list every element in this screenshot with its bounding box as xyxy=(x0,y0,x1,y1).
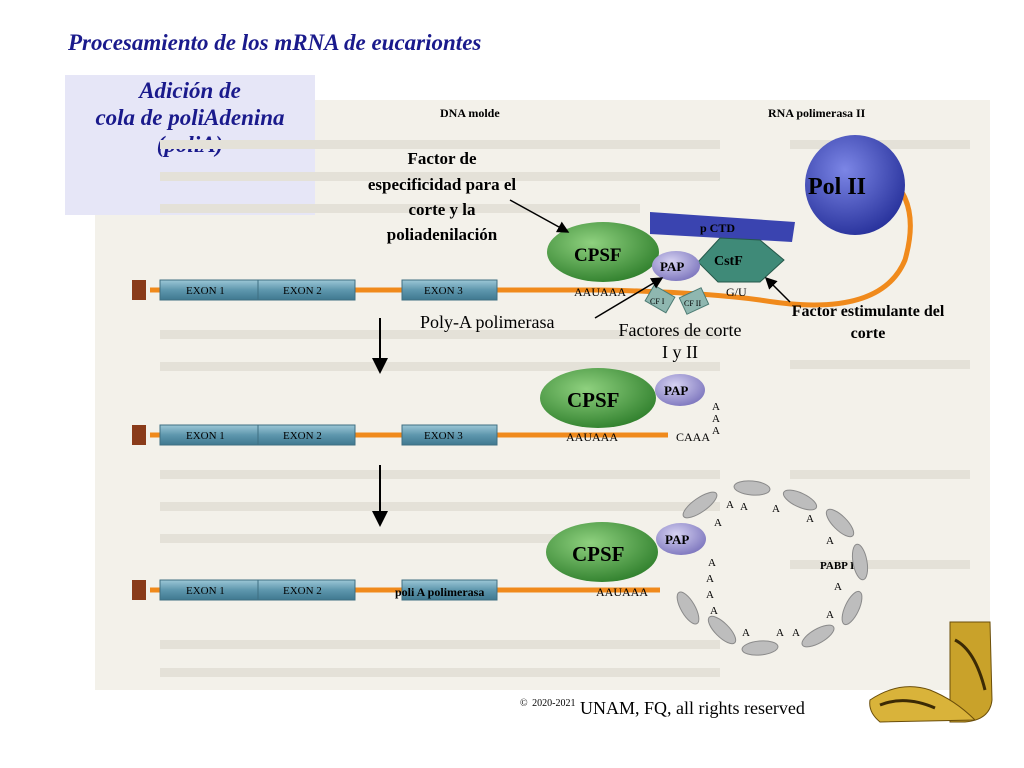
pabp-proteins xyxy=(676,480,869,656)
exon-3-label: EXON 3 xyxy=(424,430,463,442)
poli-a-pol-inline-label: poli A polimerasa xyxy=(395,585,484,599)
exon-3-box xyxy=(401,579,498,601)
pap-label: PAP xyxy=(660,259,684,274)
a-letter: A xyxy=(712,401,720,413)
svg-text:A: A xyxy=(710,605,718,617)
cf1-label: CF I xyxy=(650,297,665,306)
factor-esp-line-3: corte y la xyxy=(408,200,476,219)
pap-icon xyxy=(655,374,705,406)
row-3: EXON 1 EXON 2 poli A polimerasa CPSF PAP… xyxy=(132,480,869,656)
svg-text:A: A xyxy=(706,573,714,585)
rna-pol-label: RNA polimerasa II xyxy=(768,106,866,120)
pap-icon xyxy=(656,523,706,555)
factores-corte-line-1: Factores de corte xyxy=(619,320,742,340)
pctd-label: p CTD xyxy=(700,221,735,235)
exon-2-label: EXON 2 xyxy=(283,430,322,442)
aauaaa-label: AAUAAA xyxy=(566,430,618,444)
pabp-label: PABP II xyxy=(820,560,859,572)
pol2-label: Pol II xyxy=(808,174,866,200)
cf2-icon xyxy=(678,287,710,315)
footer-years: 2020-2021 xyxy=(532,698,576,709)
svg-text:A: A xyxy=(708,557,716,569)
background-text-stripes xyxy=(160,140,970,677)
polya-pol-label: Poly-A polimerasa xyxy=(420,312,554,332)
svg-text:A: A xyxy=(776,627,784,639)
cpsf-label: CPSF xyxy=(572,542,625,566)
copyright-symbol: © xyxy=(520,698,528,709)
poly-a-letters: A A A A A A A A A A A A A A A xyxy=(706,499,842,639)
exon-3-box xyxy=(401,424,498,446)
exon-3-label: EXON 3 xyxy=(424,285,463,297)
factor-estim-line-2: corte xyxy=(851,325,886,342)
svg-text:A: A xyxy=(742,627,750,639)
arrow-to-cstf xyxy=(764,276,791,303)
svg-text:A: A xyxy=(726,499,734,511)
cpsf-icon xyxy=(547,222,659,282)
caaa-label: CAAA xyxy=(676,430,710,444)
exon-1-label: EXON 1 xyxy=(186,585,225,597)
cpsf-icon xyxy=(540,368,656,428)
gu-label: G/U xyxy=(726,285,747,299)
pctd-bar xyxy=(650,212,795,242)
exon-3-box xyxy=(401,279,498,301)
svg-text:A: A xyxy=(834,581,842,593)
factor-esp-line-1: Factor de xyxy=(407,149,477,168)
exon-1-label: EXON 1 xyxy=(186,285,225,297)
svg-text:A: A xyxy=(806,513,814,525)
footer-text: UNAM, FQ, all rights reserved xyxy=(579,698,805,718)
cap-icon xyxy=(132,425,146,445)
pol2-icon xyxy=(805,135,905,235)
cpsf-label: CPSF xyxy=(574,245,622,266)
svg-text:A: A xyxy=(706,589,714,601)
svg-text:A: A xyxy=(826,609,834,621)
factor-esp-line-2: especificidad para el xyxy=(368,175,517,194)
row-2: EXON 1 EXON 2 EXON 3 CPSF PAP AAUAAA CAA… xyxy=(132,368,720,446)
pap-label: PAP xyxy=(664,383,688,398)
cstf-label: CstF xyxy=(714,254,743,269)
exon-1-label: EXON 1 xyxy=(186,430,225,442)
dna-label: DNA molde xyxy=(440,106,500,120)
slide-title: Procesamiento de los mRNA de eucariontes xyxy=(68,30,482,55)
cap-icon xyxy=(132,280,146,300)
cf1-icon xyxy=(644,284,676,314)
arrow-to-pap xyxy=(594,277,664,319)
svg-text:A: A xyxy=(740,501,748,513)
exon-2-label: EXON 2 xyxy=(283,285,322,297)
annotations-row-1: Factor de especificidad para el corte y … xyxy=(368,149,945,362)
footer: © 2020-2021 UNAM, FQ, all rights reserve… xyxy=(520,698,805,719)
pap-icon xyxy=(652,251,700,281)
aauaaa-label: AAUAAA xyxy=(574,285,626,299)
exon-2-label: EXON 2 xyxy=(283,585,322,597)
cpsf-label: CPSF xyxy=(567,388,620,412)
factor-esp-line-4: poliadenilación xyxy=(387,225,498,244)
svg-text:A: A xyxy=(792,627,800,639)
a-letter: A xyxy=(712,413,720,425)
svg-text:A: A xyxy=(772,503,780,515)
svg-text:A: A xyxy=(714,517,722,529)
aauaaa-label: AAUAAA xyxy=(596,585,648,599)
a-letter: A xyxy=(712,425,720,437)
factor-estim-line-1: Factor estimulante del xyxy=(792,303,945,320)
cf2-label: CF II xyxy=(684,299,701,308)
cpsf-icon xyxy=(546,522,658,582)
arrow-to-cpsf xyxy=(509,199,570,233)
row-1: EXON 1 EXON 2 EXON 3 Pol II p CTD CstF C… xyxy=(132,135,913,315)
unam-emblem-icon xyxy=(869,621,993,723)
pap-label: PAP xyxy=(665,532,689,547)
cap-icon xyxy=(132,580,146,600)
factores-corte-line-2: I y II xyxy=(662,342,698,362)
svg-text:A: A xyxy=(826,535,834,547)
